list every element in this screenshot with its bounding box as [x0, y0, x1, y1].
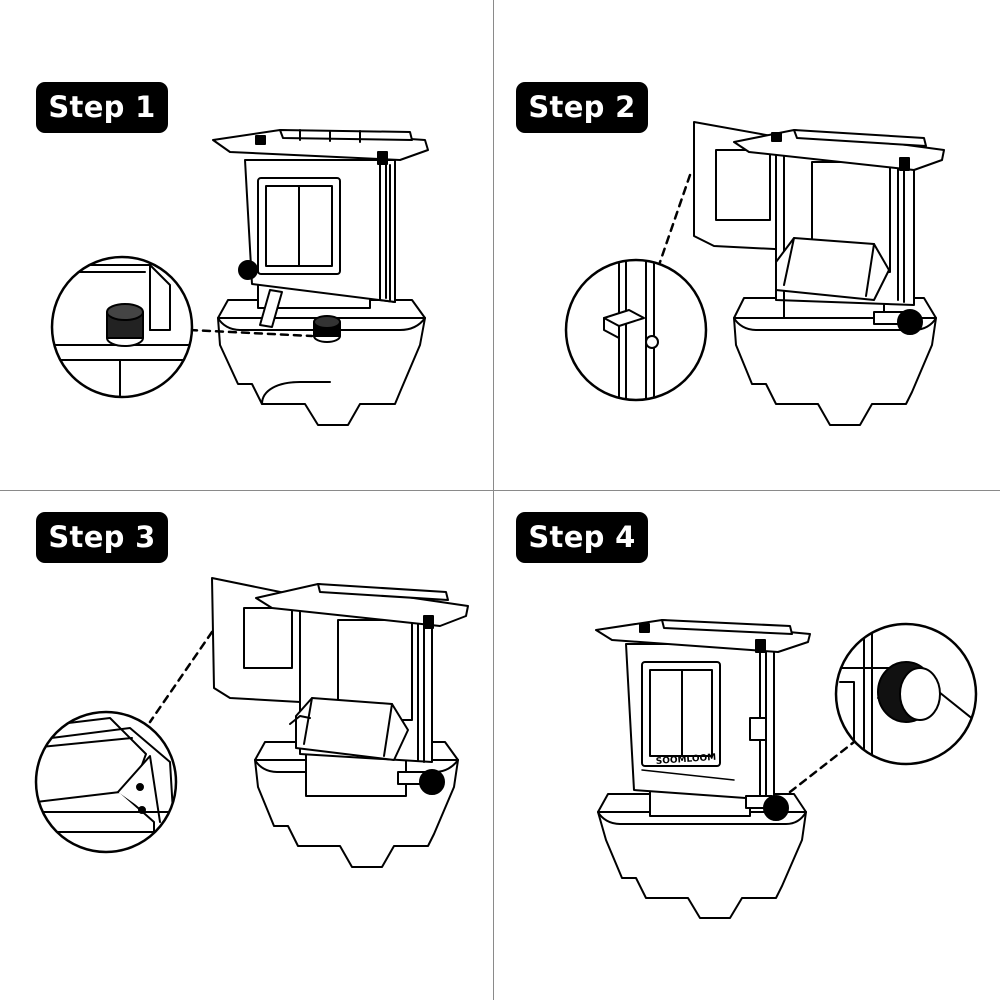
frame [625, 643, 775, 801]
top-tray [595, 619, 811, 653]
lever [259, 289, 283, 328]
step-4-illustration: SOOMLOOM [595, 619, 978, 919]
leader-line [657, 173, 692, 267]
leader-line [788, 740, 856, 794]
frame [244, 159, 396, 303]
magnifier-circle [564, 258, 708, 402]
step-1-badge: Step 1 [36, 82, 168, 133]
leader-line [148, 630, 214, 724]
horizontal-divider [0, 490, 1000, 491]
top-tray [255, 583, 469, 629]
leader-line [188, 328, 314, 338]
step-1-panel: Step 1 [0, 0, 490, 488]
brand-label: SOOMLOOM [656, 753, 717, 767]
step-4-panel: Step 4 SOOMLOOM [494, 492, 984, 980]
magnifier-circle [50, 255, 194, 399]
locking-knob [313, 315, 341, 343]
step-2-panel: Step 2 [494, 0, 984, 488]
side-knob [238, 260, 258, 280]
front-knob [745, 795, 789, 821]
step-3-illustration [34, 577, 469, 868]
step-1-illustration [50, 129, 429, 426]
magnifier-circle [834, 622, 978, 766]
resin-tray [775, 237, 890, 301]
step-2-illustration [564, 121, 945, 426]
step-3-badge: Step 3 [36, 512, 168, 563]
magnifier-circle [34, 710, 178, 854]
step-3-panel: Step 3 [0, 492, 490, 980]
top-tray [212, 129, 429, 165]
front-knob [873, 309, 923, 335]
vertical-divider [493, 0, 494, 1000]
step-2-badge: Step 2 [516, 82, 648, 133]
front-knob [397, 769, 445, 795]
step-4-badge: Step 4 [516, 512, 648, 563]
resin-tray [289, 697, 409, 761]
top-tray [733, 129, 945, 171]
